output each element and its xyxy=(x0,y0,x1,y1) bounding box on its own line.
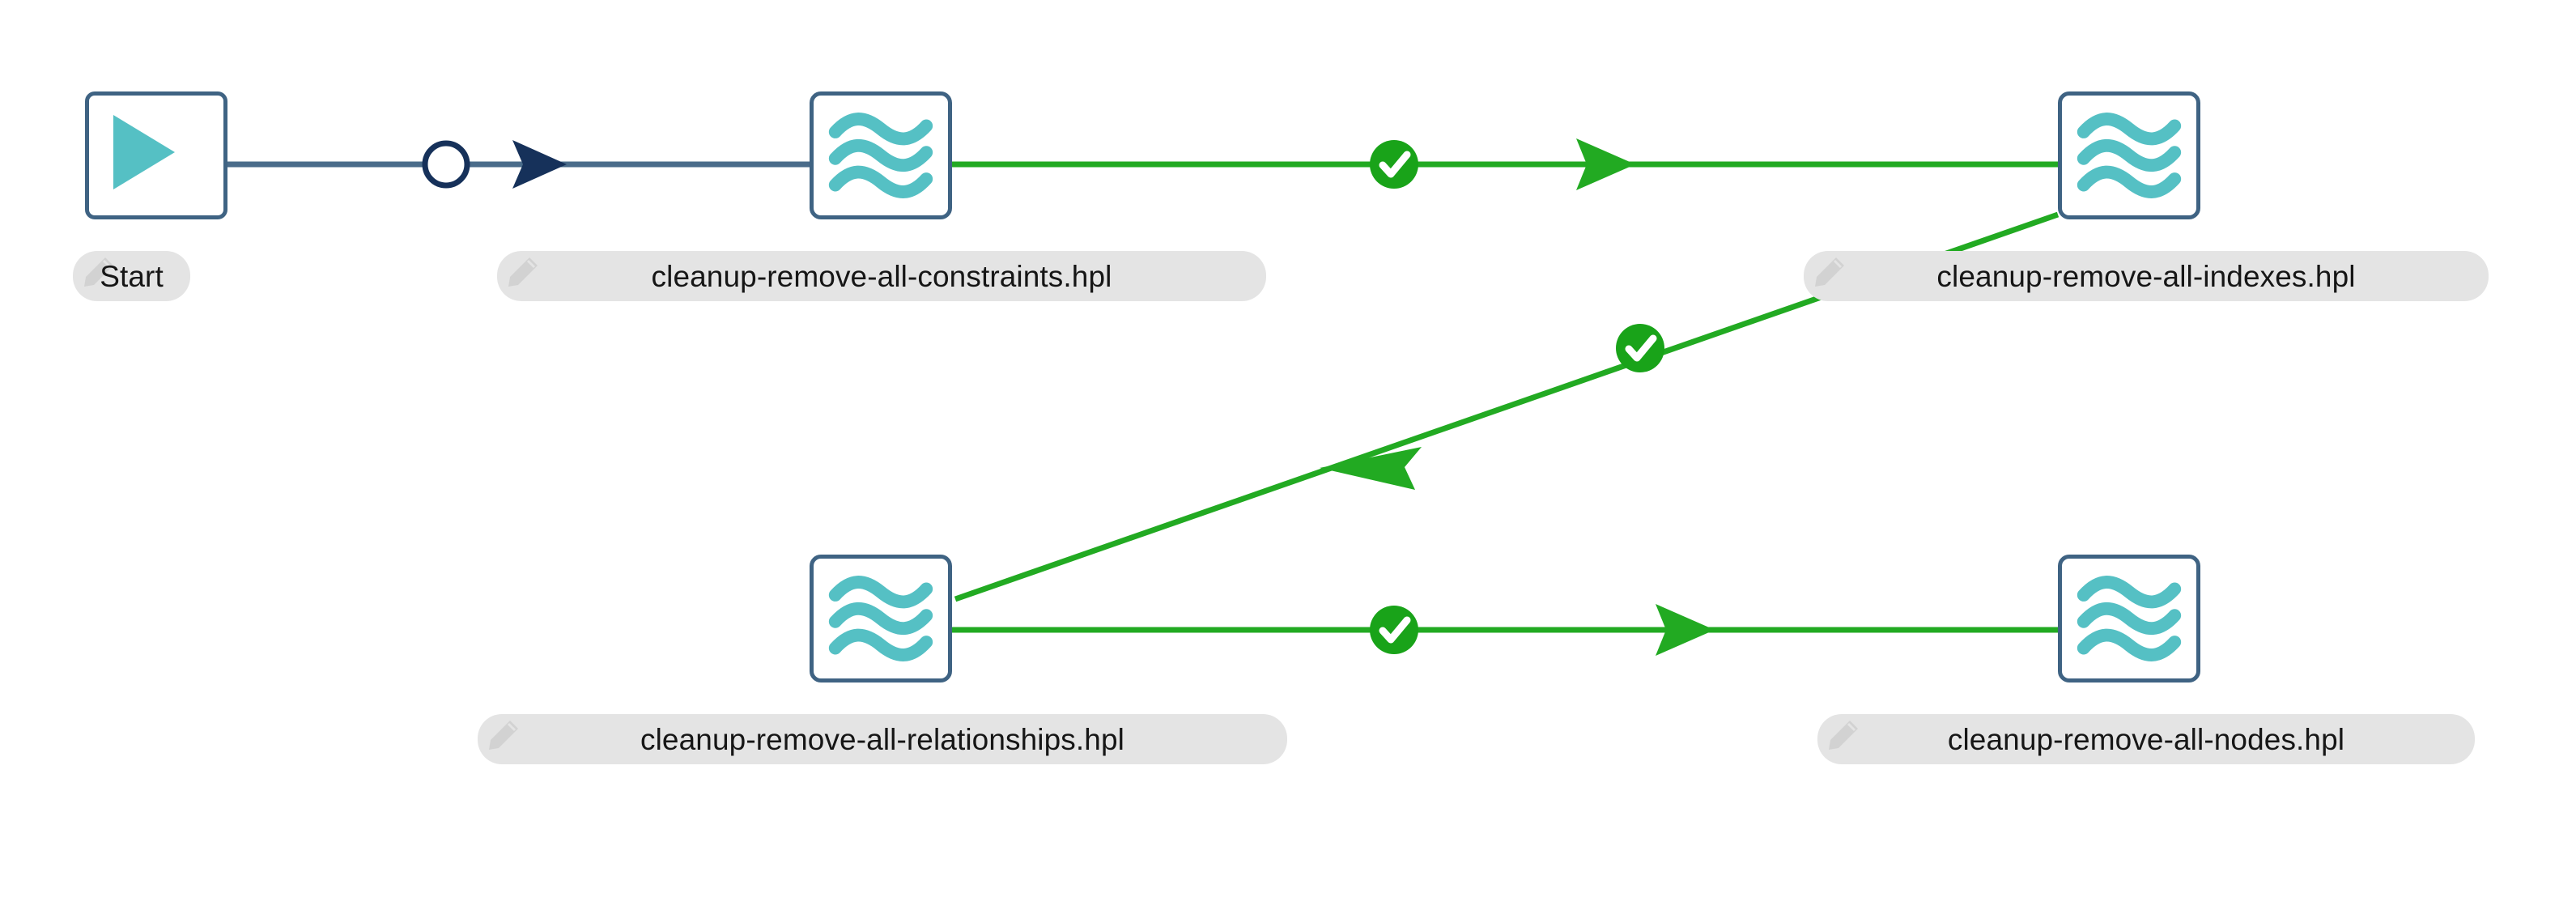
node-box[interactable] xyxy=(2058,555,2200,682)
hop-start-to-constraints[interactable] xyxy=(227,140,810,189)
label-pill-cleanup-remove-all-nodes[interactable]: cleanup-remove-all-nodes.hpl xyxy=(1817,714,2475,764)
node-box[interactable] xyxy=(2058,91,2200,219)
pipeline-waves-icon xyxy=(2077,113,2182,198)
hop-arrowhead-icon xyxy=(1320,447,1422,490)
hop-circle-marker-icon[interactable] xyxy=(422,140,470,189)
node-label-text: cleanup-remove-all-indexes.hpl xyxy=(1936,259,2356,293)
hop-success-badge[interactable] xyxy=(1370,140,1418,189)
node-label-text: cleanup-remove-all-nodes.hpl xyxy=(1947,722,2345,756)
badge-circle xyxy=(1370,140,1418,189)
check-icon xyxy=(1379,151,1411,178)
node-box[interactable] xyxy=(810,555,952,682)
pencil-edit-icon xyxy=(508,257,538,287)
hop-arrowhead-icon xyxy=(1656,604,1715,656)
hop-success-badge[interactable] xyxy=(1370,606,1418,654)
check-icon xyxy=(1625,334,1657,362)
pipeline-waves-icon xyxy=(828,576,933,661)
pencil-edit-icon xyxy=(489,721,518,750)
label-pill-start[interactable]: Start xyxy=(73,251,190,301)
pencil-edit-icon xyxy=(1815,257,1844,287)
label-pill-cleanup-remove-all-relationships[interactable]: cleanup-remove-all-relationships.hpl xyxy=(478,714,1287,764)
node-box[interactable] xyxy=(810,91,952,219)
node-label-text: cleanup-remove-all-constraints.hpl xyxy=(651,259,1112,293)
pipeline-waves-icon xyxy=(828,113,933,198)
hop-arrowhead-icon xyxy=(1576,138,1635,190)
hop-relationships-to-nodes[interactable] xyxy=(952,604,2058,656)
check-icon xyxy=(1379,616,1411,644)
hop-arrowhead-icon xyxy=(512,140,567,189)
pipeline-waves-icon xyxy=(2077,576,2182,661)
node-label-text: cleanup-remove-all-relationships.hpl xyxy=(640,722,1124,756)
label-pill-cleanup-remove-all-constraints[interactable]: cleanup-remove-all-constraints.hpl xyxy=(497,251,1266,301)
hop-success-badge[interactable] xyxy=(1616,324,1664,372)
node-label-text: Start xyxy=(100,259,164,293)
pencil-edit-icon xyxy=(1829,721,1858,750)
badge-circle xyxy=(1616,324,1664,372)
badge-circle xyxy=(1370,606,1418,654)
node-start-box[interactable] xyxy=(85,91,227,219)
hop-constraints-to-indexes[interactable] xyxy=(952,138,2058,190)
play-icon xyxy=(113,115,175,189)
label-pill-cleanup-remove-all-indexes[interactable]: cleanup-remove-all-indexes.hpl xyxy=(1804,251,2489,301)
